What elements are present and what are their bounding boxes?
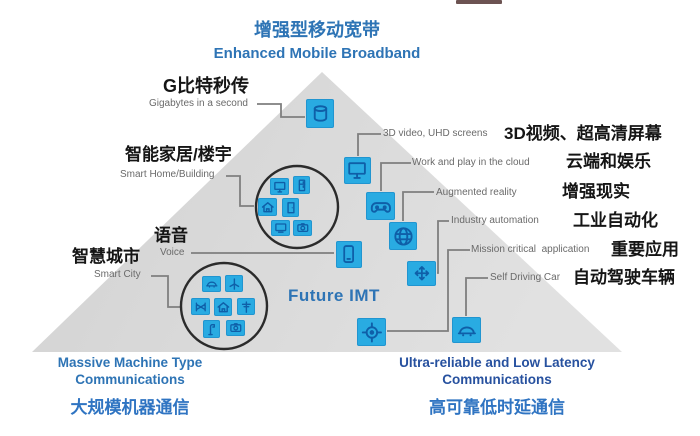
label-voice-zh: 语音 (154, 226, 188, 245)
fridge-icon (293, 176, 310, 194)
label-mission-en: Mission critical application (471, 244, 590, 255)
pyramid-shape (32, 72, 622, 352)
connector-gigabytes (257, 103, 305, 118)
title-en: Enhanced Mobile Broadband (213, 45, 421, 62)
smartphone-icon (336, 241, 362, 268)
label-mission-zh: 重要应用 (611, 240, 679, 259)
home-icon (214, 298, 232, 316)
label-industry-en: Industry automation (451, 215, 539, 226)
artifact-mark (456, 0, 502, 4)
mmtc-zh: 大规模机器通信 (70, 397, 190, 417)
urllc-corner-label: Ultra-reliable and Low Latency Communica… (372, 355, 622, 418)
connector-ar (402, 191, 434, 221)
label-self-driving-zh: 自动驾驶车辆 (573, 268, 675, 287)
camera-icon (226, 320, 245, 336)
door-icon (282, 198, 299, 217)
connector-industry (437, 220, 449, 274)
home-icon (258, 198, 277, 216)
wind-turbine-icon (225, 275, 243, 292)
connector-mission (387, 249, 470, 332)
smart-city-cluster-circle (179, 261, 269, 351)
monitor-icon (270, 178, 289, 195)
connector-smart-city (151, 275, 182, 308)
camera-icon (293, 220, 312, 236)
urllc-en-line2: Communications (442, 371, 552, 387)
label-3d-video-zh: 3D视频、超高清屏幕 (504, 124, 662, 143)
car-icon (452, 317, 481, 343)
label-smart-home-en: Smart Home/Building (120, 169, 215, 180)
label-industry-zh: 工业自动化 (573, 211, 658, 230)
label-ar-zh: 增强现实 (562, 182, 630, 201)
crosshair-icon (357, 318, 386, 346)
mmtc-corner-label: Massive Machine Type Communications 大规模机… (28, 355, 232, 418)
mmtc-en-line1: Massive Machine Type (57, 355, 203, 370)
label-smart-city-zh: 智慧城市 (72, 247, 140, 266)
label-cloud-zh: 云端和娱乐 (566, 152, 651, 171)
connector-3d-video (357, 133, 381, 156)
label-smart-city-en: Smart City (94, 269, 141, 280)
connector-cloud (380, 162, 411, 191)
urllc-zh: 高可靠低时延通信 (429, 397, 565, 417)
label-gigabit-zh: G比特秒传 (163, 76, 250, 96)
future-imt-label: Future IMT (288, 286, 380, 305)
tv-icon (271, 220, 290, 236)
label-ar-en: Augmented reality (436, 187, 517, 198)
label-self-driving-en: Self Driving Car (490, 272, 561, 283)
database-icon (306, 99, 334, 128)
label-voice-en: Voice (160, 247, 185, 258)
car-icon (202, 276, 221, 292)
globe-icon (389, 222, 417, 250)
smart-home-cluster-circle (254, 164, 340, 250)
connector-smart-home (226, 175, 254, 207)
connector-self-driving (465, 277, 488, 316)
label-3d-video-en: 3D video, UHD screens (383, 128, 488, 139)
label-gigabit-en: Gigabytes in a second (149, 98, 248, 109)
game-controller-icon (366, 192, 395, 220)
monitor-icon (344, 157, 371, 184)
street-lamp-icon (203, 320, 220, 338)
label-smart-home-zh: 智能家居/楼宇 (125, 145, 232, 164)
urllc-en-line1: Ultra-reliable and Low Latency (399, 355, 595, 370)
title-zh: 增强型移动宽带 (254, 20, 380, 40)
bridge-icon (191, 298, 210, 315)
mmtc-en-line2: Communications (75, 371, 185, 387)
utility-pole-icon (237, 298, 255, 315)
drone-icon (407, 261, 436, 286)
label-cloud-en: Work and play in the cloud (412, 157, 530, 168)
